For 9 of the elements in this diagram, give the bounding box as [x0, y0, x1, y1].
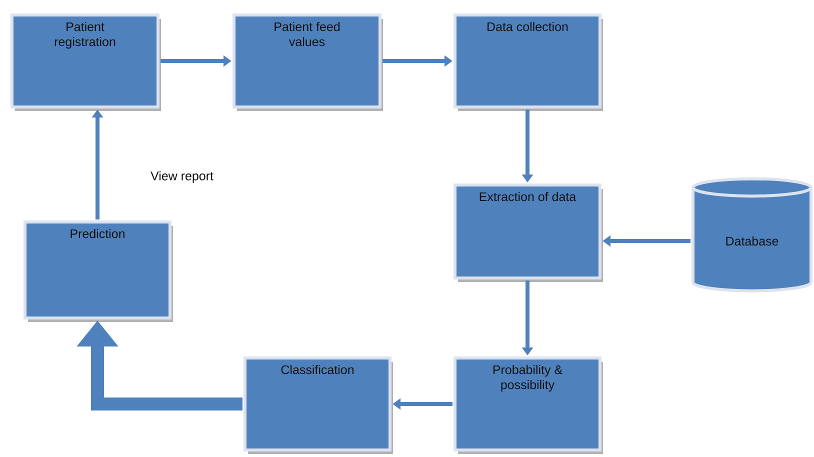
process-box: Classification: [244, 356, 392, 452]
database-cylinder: Database: [692, 177, 812, 292]
process-box: Patient feed values: [232, 14, 382, 108]
process-box: Probability & possibility: [454, 356, 602, 452]
process-box: Patient registration: [10, 14, 160, 108]
process-box: Data collection: [454, 14, 602, 108]
process-box: Extraction of data: [454, 184, 602, 280]
process-box: Prediction: [24, 220, 172, 320]
edge-label: View report: [150, 170, 214, 184]
